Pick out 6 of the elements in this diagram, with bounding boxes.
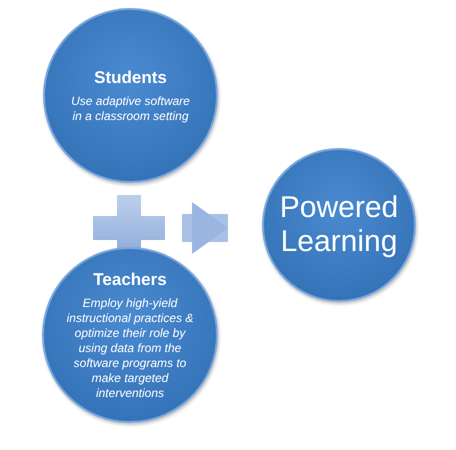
- node-heading: Teachers: [93, 270, 167, 290]
- block-arrow: [182, 202, 228, 254]
- node-heading: Students: [94, 68, 167, 88]
- node-description: Use adaptive software in a classroom setting: [71, 94, 190, 124]
- node-title: Powered Learning: [278, 191, 400, 259]
- node-description: Employ high-yield instructional practices & optimize their role by using data from the software programs to make targeted interventions: [66, 296, 194, 400]
